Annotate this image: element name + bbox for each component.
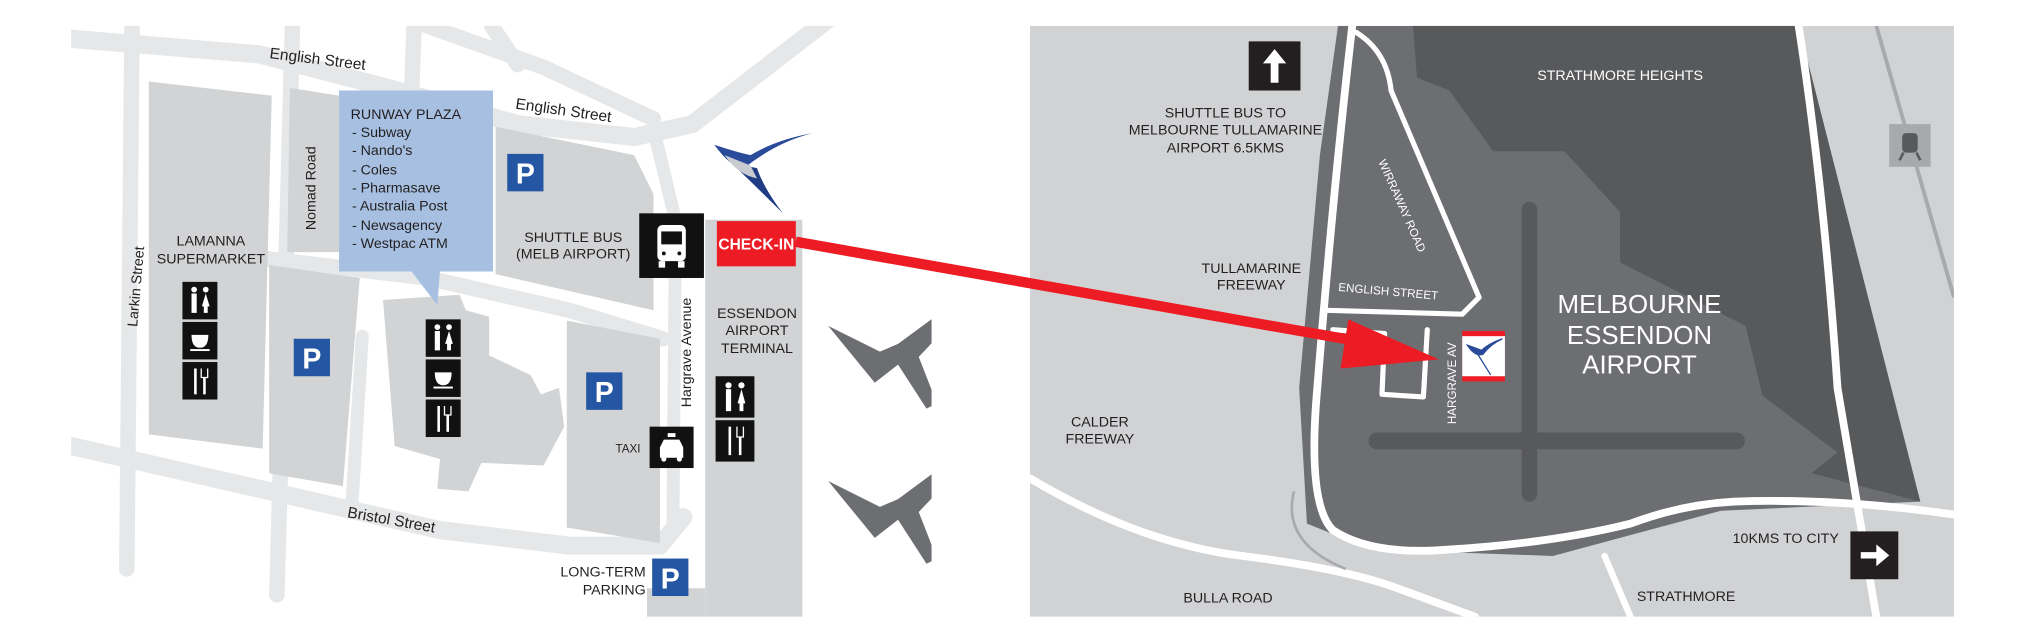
shuttle-bus-icon	[639, 213, 704, 278]
tullamarine-freeway-label: FREEWAY	[1217, 278, 1286, 294]
parking-icon: P	[586, 372, 623, 410]
terminal-label: TERMINAL	[721, 341, 793, 357]
long-term-parking-label: PARKING	[583, 583, 646, 599]
train-station-icon	[1889, 124, 1931, 167]
parking-icon: P	[293, 338, 330, 377]
bulla-road-label: BULLA ROAD	[1183, 591, 1272, 607]
lamanna-label: SUPERMARKET	[157, 252, 266, 268]
plaza-item: - Nando's	[352, 143, 412, 159]
runway-plaza-callout: RUNWAY PLAZA - Subway - Nando's - Coles …	[339, 90, 494, 306]
restroom-icon	[182, 281, 218, 320]
hargrave-avenue-label: Hargrave Avenue	[679, 298, 695, 408]
terminal-logo-marker	[1462, 330, 1505, 382]
knife-fork-icon	[715, 420, 755, 462]
plaza-item: - Coles	[352, 163, 397, 179]
plaza-item: - Subway	[352, 125, 412, 141]
hargrave-av-label: HARGRAVE AV	[1446, 342, 1459, 424]
right-map: SHUTTLE BUS TO MELBOURNE TULLAMARINE AIR…	[1030, 25, 1954, 617]
strathmore-heights-area	[1413, 25, 1921, 502]
nomad-road-label: Nomad Road	[304, 146, 320, 230]
location-pointer-arrow	[794, 236, 1439, 369]
parking-letter: P	[661, 563, 680, 595]
long-term-parking-icon: P	[652, 558, 689, 597]
coffee-cup-icon	[182, 321, 218, 360]
shuttle-tullamarine-label: MELBOURNE TULLAMARINE	[1129, 122, 1322, 138]
north-arrow-icon	[1248, 41, 1301, 91]
coffee-cup-icon	[425, 359, 461, 397]
airport-name-label: ESSENDON	[1567, 322, 1712, 350]
parking-letter: P	[595, 377, 614, 409]
taxi-icon	[649, 426, 694, 469]
calder-freeway-label: CALDER	[1071, 415, 1129, 431]
plaza-item: - Australia Post	[352, 199, 448, 215]
plaza-item: - Pharmasave	[352, 181, 441, 197]
larkin-street-label: Larkin Street	[125, 246, 148, 328]
shuttle-bus-label: SHUTTLE BUS	[524, 230, 622, 246]
tullamarine-freeway-label: TULLAMARINE	[1202, 261, 1302, 277]
to-city-label: 10KMS TO CITY	[1733, 531, 1840, 547]
airport-name-label: AIRPORT	[1582, 352, 1697, 380]
check-in-badge: CHECK-IN	[716, 221, 796, 267]
shuttle-tullamarine-label: SHUTTLE BUS TO	[1165, 106, 1286, 122]
lamanna-amenities	[182, 281, 218, 400]
parking-letter: P	[516, 159, 535, 191]
shuttle-tullamarine-label: AIRPORT 6.5KMS	[1167, 141, 1284, 157]
calder-freeway-label: FREEWAY	[1066, 431, 1135, 447]
plaza-amenities	[425, 319, 461, 438]
plaza-item: - Newsagency	[352, 218, 443, 234]
airport-name-label: MELBOURNE	[1558, 291, 1722, 319]
strathmore-heights-label: STRATHMORE HEIGHTS	[1537, 68, 1703, 84]
plaza-item: - Westpac ATM	[352, 236, 448, 252]
restroom-icon	[715, 376, 755, 418]
parking-icon: P	[507, 153, 544, 192]
city-arrow-icon	[1850, 531, 1899, 580]
bristol-street-label: Bristol Street	[346, 504, 437, 536]
shuttle-bus-label: (MELB AIRPORT)	[516, 247, 630, 263]
left-map: English Street English Street Nomad Road…	[71, 25, 932, 617]
taxi-label: TAXI	[616, 443, 641, 456]
knife-fork-icon	[425, 399, 461, 438]
plaza-title: RUNWAY PLAZA	[351, 107, 462, 123]
airline-bird-logo	[714, 133, 813, 214]
check-in-label: CHECK-IN	[718, 237, 794, 254]
long-term-parking-label: LONG-TERM	[560, 565, 645, 581]
terminal-label: AIRPORT	[726, 323, 789, 339]
restroom-icon	[425, 319, 461, 357]
knife-fork-icon	[182, 362, 218, 400]
lamanna-label: LAMANNA	[177, 234, 246, 250]
terminal-amenities	[715, 376, 755, 462]
strathmore-label: STRATHMORE	[1637, 589, 1736, 605]
terminal-label: ESSENDON	[717, 306, 797, 322]
roads	[1030, 25, 1954, 617]
parking-letter: P	[302, 343, 321, 375]
